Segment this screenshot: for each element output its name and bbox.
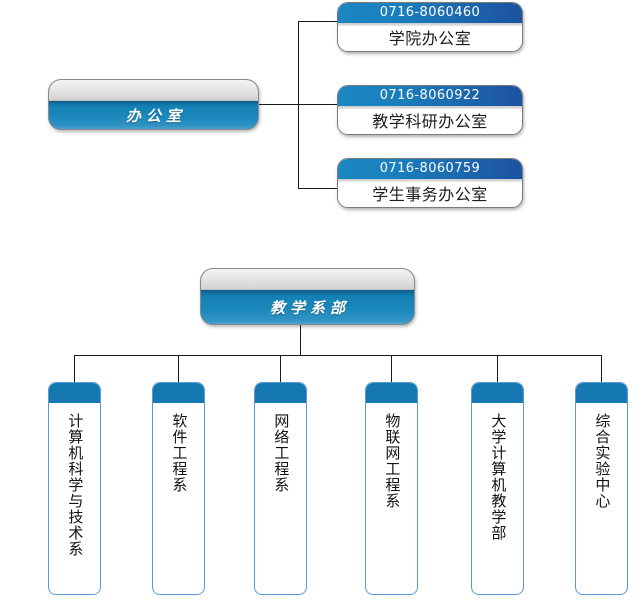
- connector-office-branch-1: [298, 21, 338, 22]
- dept-cap: [576, 383, 627, 403]
- dept-cap: [472, 383, 523, 403]
- dept-text-area: 软件工程系: [153, 403, 204, 594]
- connector-dept-drop-2: [178, 355, 179, 382]
- connector-teaching-trunk: [300, 325, 301, 355]
- dept-text-area: 大学计算机教学部: [472, 403, 523, 594]
- node-office-child-1[interactable]: 0716-8060460 学院办公室: [337, 2, 523, 52]
- node-office-child-2[interactable]: 0716-8060922 教学科研办公室: [337, 85, 523, 135]
- department-label-3: 网络工程系: [272, 413, 291, 493]
- dept-text-area: 计算机科学与技术系: [49, 403, 100, 594]
- node-teaching-root[interactable]: 教学系部: [200, 268, 415, 325]
- dept-cap: [255, 383, 306, 403]
- card-separator: [338, 179, 522, 182]
- pill-highlight: [49, 80, 258, 101]
- connector-office-branch-3: [298, 188, 338, 189]
- dept-text-area: 综合实验中心: [576, 403, 627, 594]
- phone-number-3: 0716-8060759: [338, 159, 522, 179]
- node-office-root[interactable]: 办公室: [48, 79, 259, 130]
- node-department-3[interactable]: 网络工程系: [254, 382, 307, 595]
- connector-dept-drop-3: [280, 355, 281, 382]
- node-office-child-3[interactable]: 0716-8060759 学生事务办公室: [337, 158, 523, 208]
- node-department-2[interactable]: 软件工程系: [152, 382, 205, 595]
- pill-body: 教学系部: [201, 290, 414, 324]
- node-department-1[interactable]: 计算机科学与技术系: [48, 382, 101, 595]
- connector-teaching-bus: [74, 355, 602, 356]
- phone-number-1: 0716-8060460: [338, 3, 522, 23]
- dept-cap: [366, 383, 417, 403]
- connector-dept-drop-6: [601, 355, 602, 382]
- connector-dept-drop-4: [391, 355, 392, 382]
- node-department-5[interactable]: 大学计算机教学部: [471, 382, 524, 595]
- department-label-5: 大学计算机教学部: [489, 413, 508, 541]
- pill-highlight: [201, 269, 414, 290]
- dept-cap: [153, 383, 204, 403]
- office-name-1: 学院办公室: [338, 26, 522, 51]
- connector-office-branch-2: [298, 104, 338, 105]
- office-name-2: 教学科研办公室: [338, 109, 522, 134]
- pill-body: 办公室: [49, 101, 258, 129]
- card-separator: [338, 23, 522, 26]
- connector-dept-drop-5: [497, 355, 498, 382]
- department-label-2: 软件工程系: [170, 413, 189, 493]
- dept-text-area: 网络工程系: [255, 403, 306, 594]
- connector-dept-drop-1: [74, 355, 75, 382]
- dept-cap: [49, 383, 100, 403]
- office-name-3: 学生事务办公室: [338, 182, 522, 207]
- node-department-6[interactable]: 综合实验中心: [575, 382, 628, 595]
- phone-number-2: 0716-8060922: [338, 86, 522, 106]
- department-label-6: 综合实验中心: [593, 413, 612, 509]
- department-label-4: 物联网工程系: [383, 413, 402, 509]
- dept-text-area: 物联网工程系: [366, 403, 417, 594]
- node-department-4[interactable]: 物联网工程系: [365, 382, 418, 595]
- node-label-office-root: 办公室: [125, 106, 186, 125]
- card-separator: [338, 106, 522, 109]
- node-label-teaching-root: 教学系部: [269, 298, 350, 317]
- connector-office-root-stub: [259, 104, 299, 105]
- department-label-1: 计算机科学与技术系: [66, 413, 85, 557]
